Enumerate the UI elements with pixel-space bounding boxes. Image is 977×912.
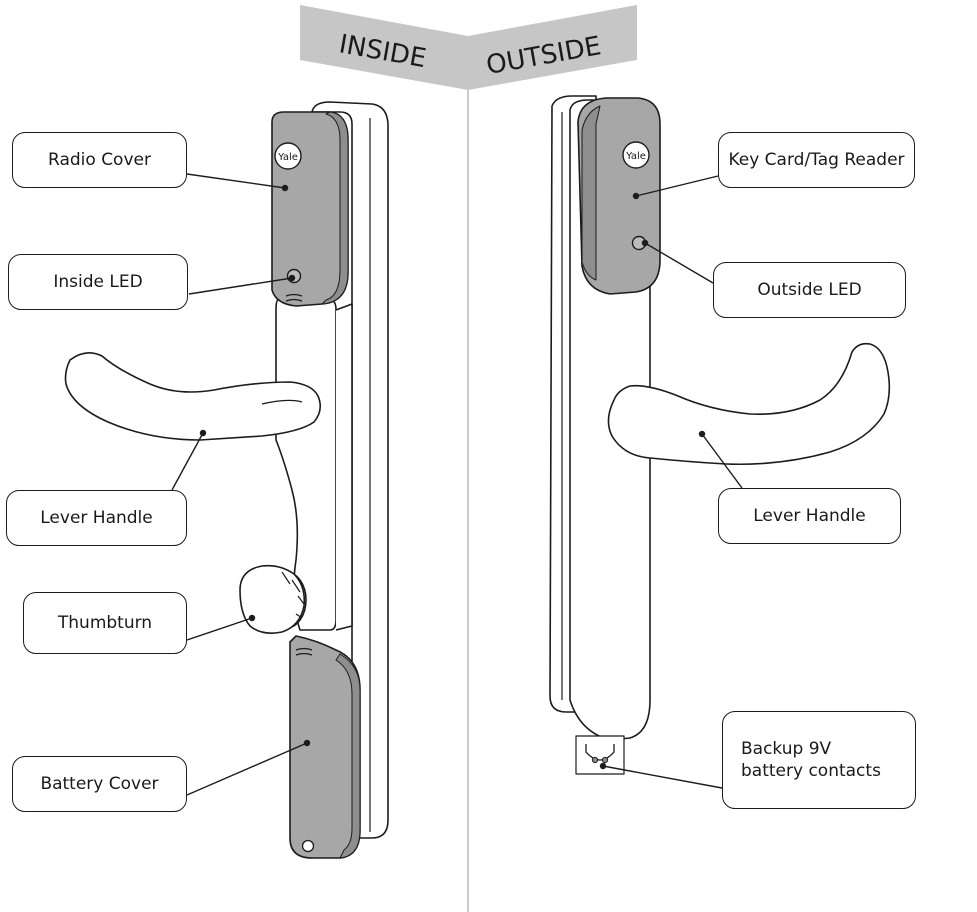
label-inside-led: Inside LED bbox=[8, 254, 188, 310]
inside-lever-handle bbox=[64, 352, 322, 441]
key-card-reader-side bbox=[581, 105, 601, 281]
radio-cover bbox=[271, 111, 349, 307]
inside-backplate bbox=[311, 101, 389, 839]
inside-escutcheon-edge bbox=[335, 303, 353, 631]
leader-dots bbox=[199, 184, 706, 770]
inside-yale-logo-text: Yale bbox=[277, 152, 298, 163]
label-backup-battery-line2: battery contacts bbox=[741, 761, 881, 781]
battery-contacts-plate bbox=[575, 735, 625, 775]
inside-banner bbox=[300, 5, 468, 90]
dot-thumbturn bbox=[248, 614, 256, 622]
leader-inside-led bbox=[188, 277, 293, 295]
dot-outside-led bbox=[641, 239, 649, 247]
dot-inside-lever bbox=[199, 429, 207, 437]
label-backup-battery-line1: Backup 9V bbox=[741, 739, 832, 759]
outside-banner bbox=[468, 5, 637, 90]
thumbturn-knob bbox=[239, 564, 306, 634]
label-backup-battery-contacts: Backup 9V battery contacts bbox=[722, 711, 916, 809]
outside-device bbox=[549, 95, 891, 775]
label-outside-led: Outside LED bbox=[713, 262, 906, 318]
leader-inside-lever bbox=[171, 432, 204, 491]
leader-battery-contacts bbox=[602, 765, 723, 789]
outside-yale-logo bbox=[622, 141, 650, 169]
battery-cover-screw bbox=[301, 839, 315, 853]
leader-outside-lever bbox=[701, 433, 743, 489]
label-key-card-reader: Key Card/Tag Reader bbox=[718, 132, 915, 188]
dot-outside-lever bbox=[698, 430, 706, 438]
dot-battery-cover bbox=[303, 739, 311, 747]
thumbturn-ribs bbox=[281, 571, 305, 619]
label-radio-cover: Radio Cover bbox=[12, 132, 187, 188]
dot-key-card bbox=[632, 192, 640, 200]
dot-inside-led bbox=[288, 274, 296, 282]
label-battery-cover: Battery Cover bbox=[12, 756, 187, 812]
battery-contact-right bbox=[601, 756, 609, 764]
leader-lines bbox=[171, 173, 743, 796]
leader-outside-led bbox=[644, 242, 714, 284]
inside-speaker-grille bbox=[285, 293, 303, 302]
label-lever-handle-inside: Lever Handle bbox=[6, 490, 187, 546]
battery-cover-slits bbox=[295, 647, 313, 656]
battery-contacts-connector bbox=[585, 744, 615, 761]
leader-battery-cover bbox=[186, 742, 308, 796]
header-banners: INSIDE OUTSIDE bbox=[300, 5, 637, 90]
leader-thumbturn bbox=[186, 617, 253, 641]
outside-lever-handle bbox=[607, 342, 891, 466]
battery-contact-left bbox=[591, 756, 599, 764]
leader-key-card bbox=[635, 175, 719, 197]
battery-cover-side bbox=[335, 653, 361, 859]
label-lever-handle-outside: Lever Handle bbox=[718, 488, 901, 544]
outside-yale-logo-text: Yale bbox=[625, 151, 646, 162]
thumbturn bbox=[239, 564, 307, 634]
dot-radio-cover bbox=[281, 184, 289, 192]
inside-lever-neck-edge bbox=[261, 399, 303, 405]
inside-yale-logo bbox=[274, 142, 302, 170]
inside-device bbox=[64, 101, 389, 859]
dot-battery-contacts bbox=[599, 762, 607, 770]
leader-radio-cover bbox=[186, 173, 286, 189]
radio-cover-side bbox=[321, 111, 349, 305]
backup-battery-contacts bbox=[575, 735, 625, 775]
label-thumbturn: Thumbturn bbox=[23, 592, 187, 654]
